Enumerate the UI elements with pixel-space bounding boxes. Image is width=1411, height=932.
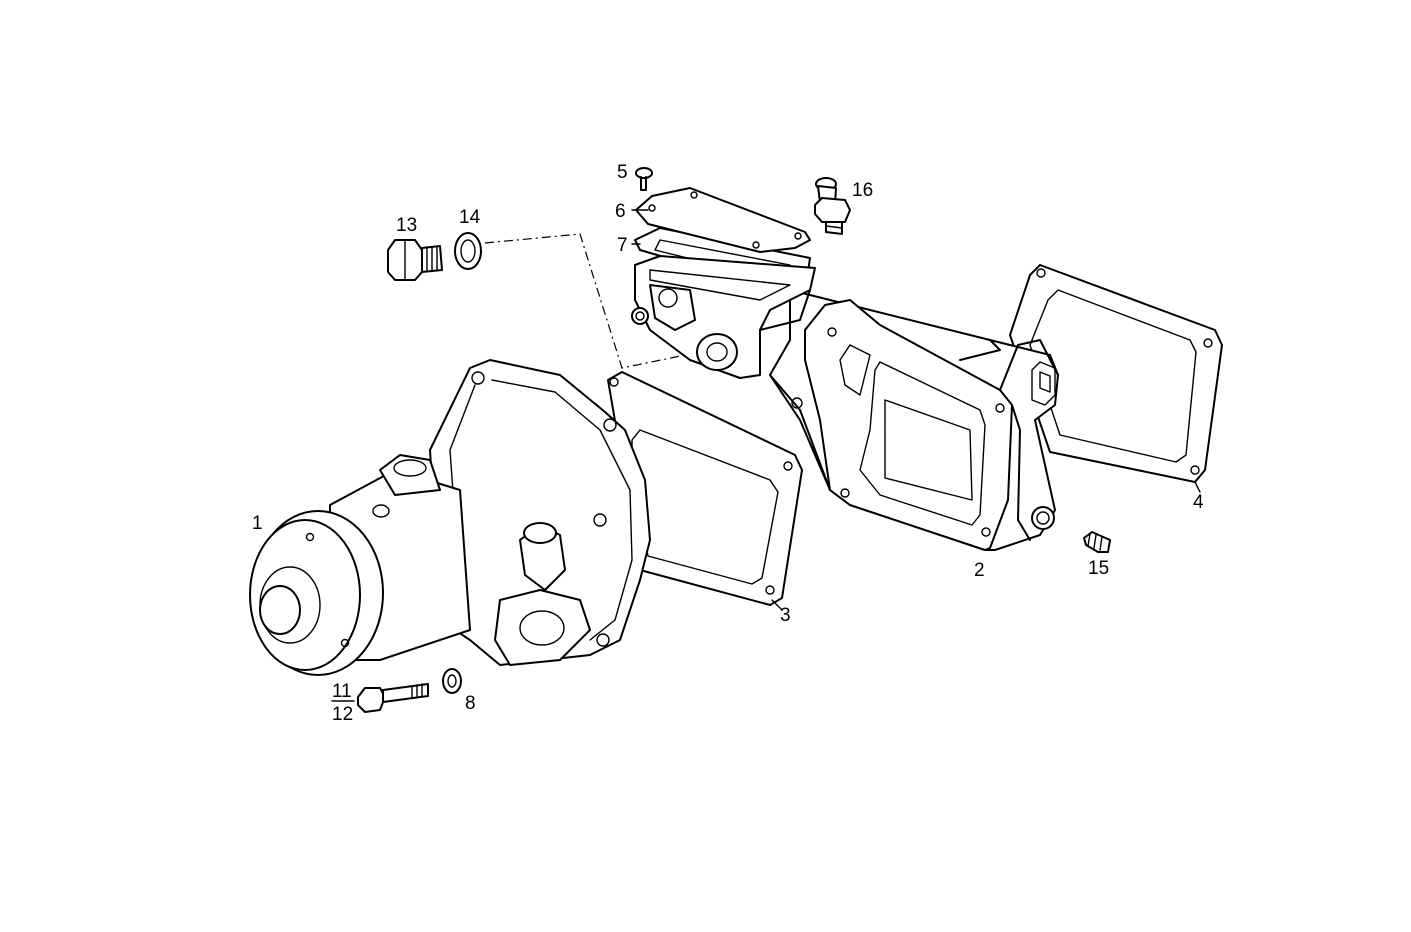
label-15: 15 xyxy=(1088,558,1109,579)
part-6-cover-plate xyxy=(635,187,811,253)
leader-line-4 xyxy=(1194,481,1201,493)
label-14: 14 xyxy=(459,207,481,228)
part-8-washer xyxy=(442,668,462,694)
label-8: 8 xyxy=(465,693,476,714)
label-2: 2 xyxy=(974,560,985,581)
label-11: 11 xyxy=(332,681,352,702)
leader-line-3 xyxy=(771,599,783,611)
label-7: 7 xyxy=(617,235,628,256)
label-5: 5 xyxy=(617,162,628,183)
label-4: 4 xyxy=(1193,492,1204,513)
part-2-upper-block xyxy=(631,255,816,379)
label-3: 3 xyxy=(780,605,791,626)
part-3-gasket xyxy=(607,371,803,606)
part-2-manifold-housing xyxy=(769,289,1059,551)
part-13-plug xyxy=(387,239,443,281)
label-1: 1 xyxy=(252,513,263,534)
part-14-washer xyxy=(454,232,482,270)
part-1-pump-body xyxy=(249,359,651,676)
label-16: 16 xyxy=(852,180,873,201)
part-5-screw xyxy=(635,167,653,191)
part-11-12-bolt xyxy=(357,683,429,713)
part-4-gasket xyxy=(1009,264,1223,483)
part-16-fitting xyxy=(814,177,851,235)
part-15-threaded-plug xyxy=(1083,531,1111,553)
label-12: 12 xyxy=(332,704,353,725)
label-6: 6 xyxy=(615,201,626,222)
assembly-centerline xyxy=(484,233,701,369)
label-13: 13 xyxy=(396,215,417,236)
